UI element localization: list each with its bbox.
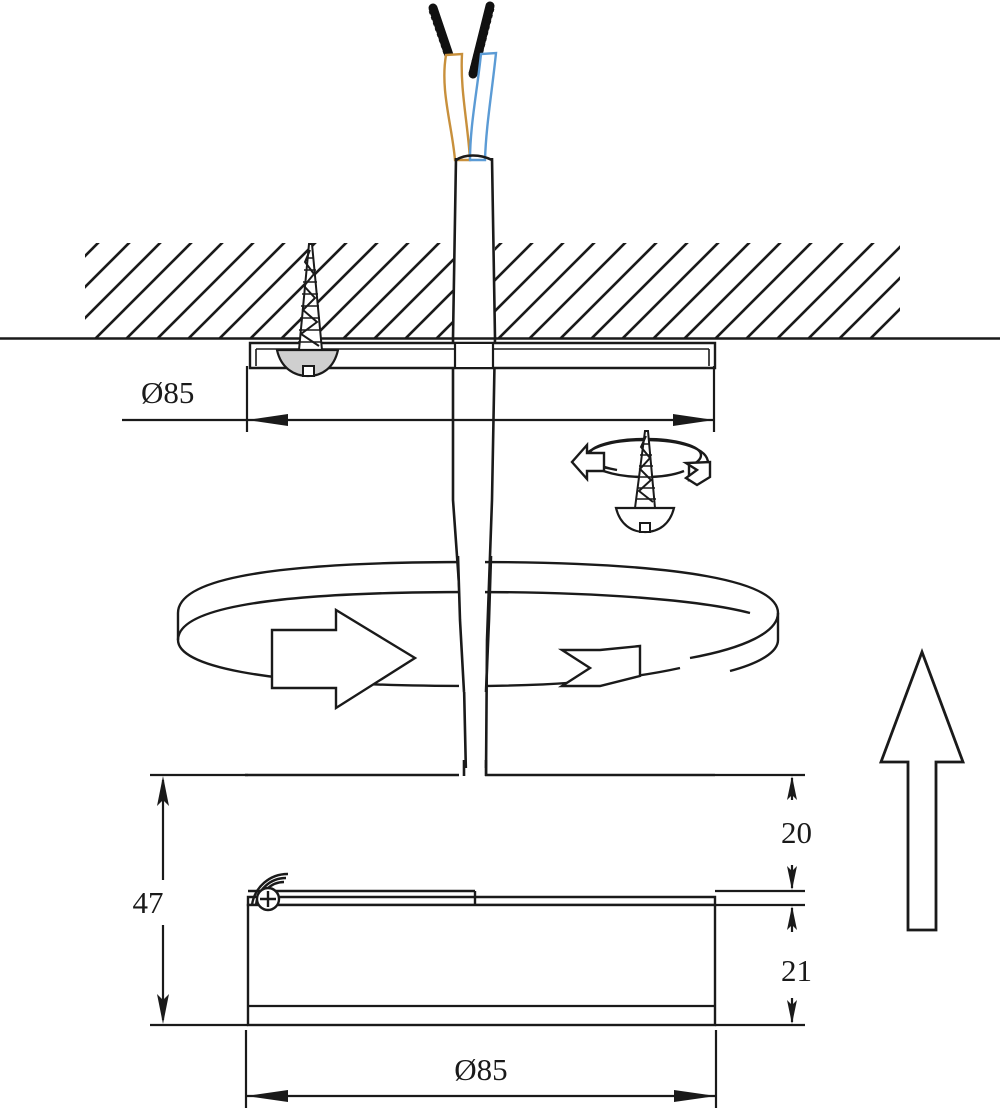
dim47-arrow-up bbox=[157, 776, 169, 806]
screw-rotation-detail bbox=[570, 430, 712, 534]
dim47-arrow-down bbox=[157, 994, 169, 1024]
rotation-band-back-right bbox=[729, 613, 780, 673]
fixture-trim-plate bbox=[245, 760, 715, 780]
detail-screw-rungs bbox=[636, 443, 656, 500]
plate-cable-gap bbox=[455, 344, 493, 367]
rotation-arrow bbox=[176, 555, 780, 711]
ceiling-slab bbox=[0, 240, 1000, 340]
dim21-arrow-down bbox=[787, 1000, 797, 1024]
bottom-dim-arrow-right bbox=[674, 1090, 716, 1102]
cable-sheath-top-cut bbox=[455, 154, 493, 162]
blue-wire-tip-texture bbox=[468, 6, 495, 76]
fixture-body bbox=[246, 872, 717, 1027]
upper-gap-label: 20 bbox=[781, 815, 812, 850]
screw-rotation-tail bbox=[682, 460, 712, 487]
dim20-arrow-up bbox=[787, 776, 797, 800]
detail-screw-nub bbox=[639, 522, 651, 533]
rotation-cable-left bbox=[456, 555, 466, 693]
detail-screw-thread bbox=[637, 435, 654, 503]
rotation-band-back-top bbox=[176, 560, 780, 660]
rotation-cable-right bbox=[484, 555, 493, 693]
body-diameter-dimension: Ø85 bbox=[244, 1030, 718, 1108]
phillips-screw-cross-icon bbox=[260, 891, 276, 907]
housing-depth-dimension: 21 bbox=[715, 903, 812, 1027]
fixture-lip bbox=[246, 895, 717, 907]
cutout-diameter-dimension: Ø85 bbox=[122, 366, 716, 432]
trim-plate-cable-gap bbox=[459, 768, 485, 780]
screw-tip-nub bbox=[302, 365, 315, 377]
overall-height-label: 47 bbox=[133, 885, 164, 920]
body-diameter-label: Ø85 bbox=[454, 1052, 507, 1087]
dim21-arrow-up bbox=[787, 906, 797, 930]
bottom-dim-arrow-left bbox=[246, 1090, 288, 1102]
screw-rotation-arrowhead bbox=[570, 441, 606, 483]
cutout-diameter-label: Ø85 bbox=[141, 375, 194, 410]
dim20-arrow-down bbox=[787, 866, 797, 890]
push-up-arrow bbox=[878, 647, 966, 932]
dim-arrow-right bbox=[673, 414, 714, 426]
rotation-arrow-tail bbox=[557, 644, 642, 688]
upper-gap-dimension: 20 bbox=[715, 773, 812, 893]
rotation-arrowhead bbox=[270, 607, 418, 711]
screw-thread-rungs bbox=[298, 257, 322, 343]
brown-wire bbox=[443, 52, 472, 162]
housing-depth-label: 21 bbox=[781, 953, 812, 988]
overall-height-dimension: 47 bbox=[133, 773, 248, 1027]
push-up-arrow-shape bbox=[878, 647, 966, 932]
cable-penetration-mask bbox=[453, 240, 495, 340]
mounting-screw bbox=[275, 243, 340, 378]
screw-boss-arc-outer bbox=[250, 872, 289, 906]
blue-wire bbox=[468, 51, 498, 162]
dim-arrow-left bbox=[247, 414, 288, 426]
